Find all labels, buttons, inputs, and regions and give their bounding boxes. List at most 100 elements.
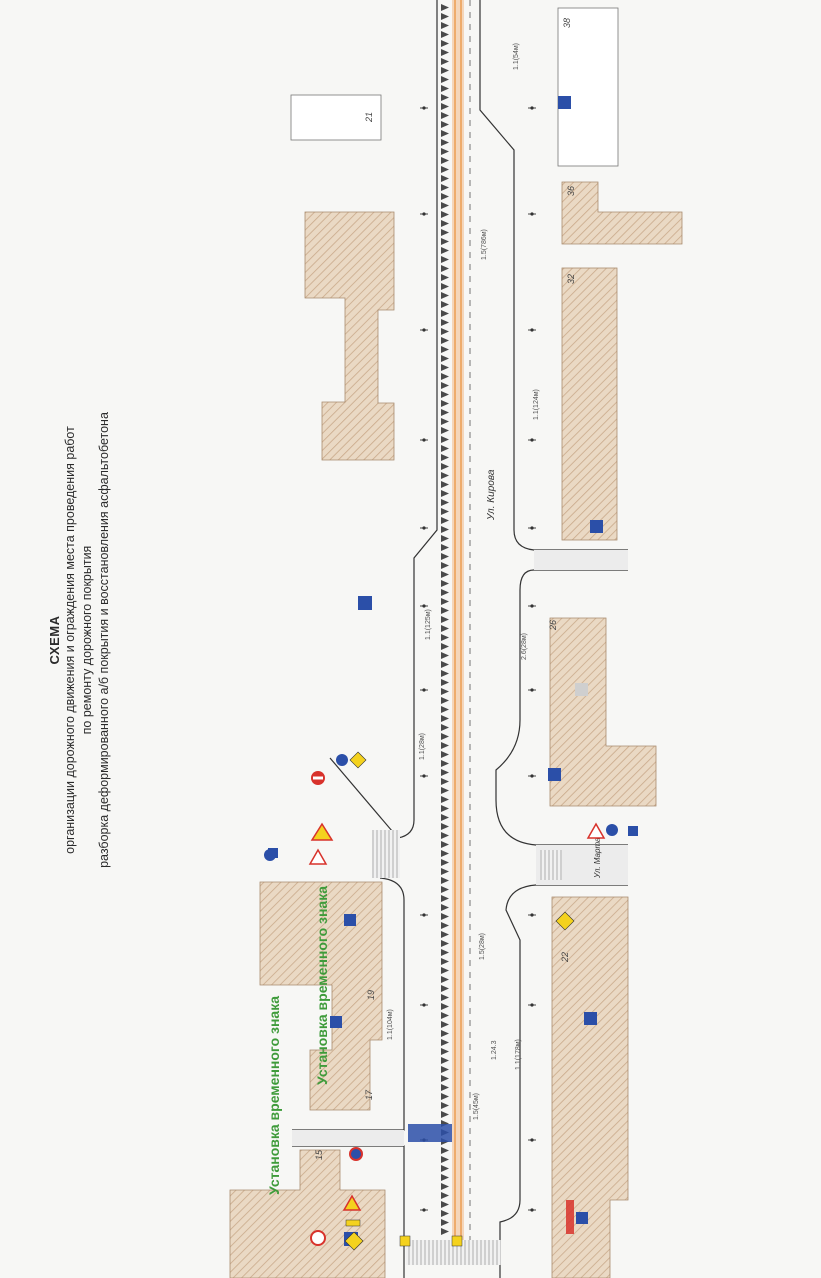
cone-icon [441, 319, 449, 326]
building-number: 17 [364, 1089, 374, 1100]
road-edge-right [495, 569, 628, 846]
cone-icon [441, 1093, 449, 1100]
cone-icon [441, 1012, 449, 1019]
cone-icon [441, 1174, 449, 1181]
building-number: 19 [366, 990, 376, 1000]
street-label-kirova: Ул. Кирова [486, 469, 497, 521]
cone-icon [441, 652, 449, 659]
cone-icon [441, 724, 449, 731]
post-marker-icon [530, 438, 534, 442]
warning-sign-icon [308, 848, 328, 865]
cone-icon [441, 355, 449, 362]
building-number: 22 [560, 952, 570, 963]
cone-icon [441, 571, 449, 578]
cone-icon [441, 958, 449, 965]
cone-icon [441, 868, 449, 875]
cone-icon [441, 76, 449, 83]
cone-icon [441, 553, 449, 560]
cone-icon [441, 526, 449, 533]
priority-sign-icon [349, 751, 367, 769]
cone-icon [441, 877, 449, 884]
cone-icon [441, 1066, 449, 1073]
marking-label: 1.5(45м) [473, 1093, 480, 1120]
building-number: 36 [566, 186, 576, 196]
cone-icon [441, 940, 449, 947]
warning-sign-icon [342, 1194, 362, 1211]
cone-icon [441, 274, 449, 281]
post-marker-icon [422, 212, 426, 216]
cone-icon [441, 562, 449, 569]
cone-icon [441, 256, 449, 263]
cone-icon [441, 67, 449, 74]
cone-icon [441, 1021, 449, 1028]
building-number: 15 [314, 1149, 324, 1160]
info-sign-icon [344, 914, 356, 926]
cone-icon [441, 112, 449, 119]
post-marker-icon [422, 328, 426, 332]
marking-label: 1.1(125м) [425, 609, 432, 640]
post-marker-icon [530, 1138, 534, 1142]
cone-icon [441, 841, 449, 848]
cone-icon [441, 103, 449, 110]
cone-icon [441, 193, 449, 200]
cone-icon [441, 1228, 449, 1235]
cone-icon [441, 364, 449, 371]
street-label-marta: Ул. Марта [593, 837, 602, 879]
post-marker-icon [530, 1208, 534, 1212]
building-numbers: 21 38 36 32 26 22 19 17 15 [314, 18, 576, 1160]
cone-icon [441, 94, 449, 101]
cone-icon [441, 121, 449, 128]
building-shape [304, 211, 395, 461]
cone-icon [441, 913, 449, 920]
post-marker-icon [422, 774, 426, 778]
cone-icon [441, 994, 449, 1001]
building-number: 21 [364, 112, 374, 123]
cone-icon [441, 463, 449, 470]
cone-icon [441, 778, 449, 785]
info-sign-icon [358, 596, 372, 610]
cone-icon [441, 643, 449, 650]
red-barrier-icon [566, 1200, 574, 1234]
marking-label: 1.5(786м) [481, 229, 488, 260]
crosswalk [540, 850, 562, 880]
cone-icon [441, 202, 449, 209]
cone-icon [441, 346, 449, 353]
cone-icon [441, 301, 449, 308]
direction-sign-icon [606, 824, 618, 836]
cone-icon [441, 139, 449, 146]
cone-icon [441, 688, 449, 695]
road-edge-right [499, 884, 628, 1278]
cone-icon [441, 22, 449, 29]
cone-icon [441, 409, 449, 416]
road-works-barrier-icon [345, 1219, 361, 1227]
title-line: разборка деформированного а/б покрытия и… [97, 412, 111, 868]
cone-icon [441, 1048, 449, 1055]
cone-icon [441, 454, 449, 461]
cone-icon [441, 670, 449, 677]
cone-icon [441, 328, 449, 335]
road-signs [264, 96, 638, 1251]
post-marker-icon [530, 913, 534, 917]
parking-sign-icon [590, 520, 603, 533]
title-block: СХЕМА организации дорожного движения и о… [47, 360, 113, 920]
road-works-barrier-icon [408, 1124, 452, 1142]
building-shape [557, 7, 619, 167]
cone-icon [441, 1201, 449, 1208]
cone-icon [441, 472, 449, 479]
restriction-sign-icon [349, 1147, 363, 1161]
parking-sign-icon [584, 1012, 597, 1025]
priority-sign-icon [344, 1231, 364, 1251]
work-zone-median [441, 0, 471, 1240]
marking-label: 1.5(28м) [479, 933, 486, 960]
cone-icon [441, 751, 449, 758]
cone-icon [441, 661, 449, 668]
cone-icon [441, 1192, 449, 1199]
cone-icon [441, 157, 449, 164]
cone-icon [441, 904, 449, 911]
cone-icon [441, 1084, 449, 1091]
marking-label: 1.1(28м) [419, 733, 426, 760]
side-street-left [292, 1130, 404, 1146]
post-marker-icon [530, 212, 534, 216]
cone-icon [441, 238, 449, 245]
cone-icon [441, 1210, 449, 1217]
